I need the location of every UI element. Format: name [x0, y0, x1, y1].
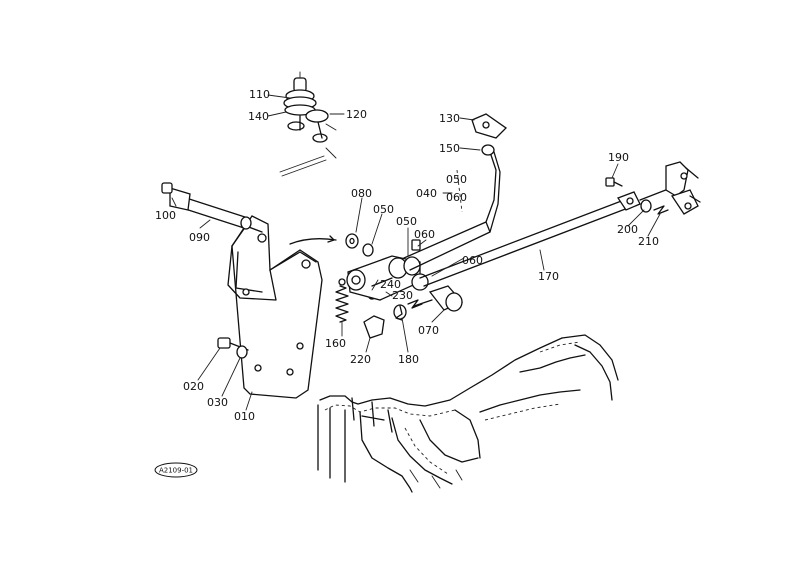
label-180: 180 [398, 353, 419, 366]
label-230: 230 [392, 289, 413, 302]
label-100: 100 [155, 209, 176, 222]
label-090: 090 [189, 231, 210, 244]
label-140: 140 [248, 110, 269, 123]
hub-small-parts [345, 233, 421, 339]
label-070: 070 [418, 324, 439, 337]
label-110: 110 [249, 88, 270, 101]
label-210: 210 [638, 235, 659, 248]
pin-070 [407, 285, 464, 312]
label-060-top: 060 [446, 191, 467, 204]
label-060-right: 060 [462, 254, 483, 267]
reference-code-badge: A2109-01 [154, 462, 198, 478]
label-120: 120 [346, 108, 367, 121]
label-010: 010 [234, 410, 255, 423]
label-160: 160 [325, 337, 346, 350]
label-050-mid: 050 [373, 203, 394, 216]
part-labels: 110 120 140 130 150 050 060 040 190 200 … [155, 88, 659, 423]
label-150: 150 [439, 142, 460, 155]
bolt-020 [217, 337, 249, 359]
label-170: 170 [538, 270, 559, 283]
label-200: 200 [617, 223, 638, 236]
lever-040 [403, 113, 508, 271]
label-050-top: 050 [446, 173, 467, 186]
hub-block [346, 255, 429, 301]
label-220: 220 [350, 353, 371, 366]
shaft-090 [161, 182, 252, 230]
label-050-right: 050 [396, 215, 417, 228]
clevis-assembly [605, 161, 701, 215]
label-190: 190 [608, 151, 629, 164]
label-130: 130 [439, 112, 460, 125]
label-080: 080 [351, 187, 372, 200]
label-030: 030 [207, 396, 228, 409]
label-240: 240 [380, 278, 401, 291]
label-060-mid: 060 [414, 228, 435, 241]
tractor-frame-outline [317, 334, 619, 493]
spring-160 [335, 278, 349, 323]
reference-code: A2109-01 [159, 467, 193, 475]
pedal-bracket [227, 215, 337, 399]
leader-lines [171, 94, 661, 411]
label-020: 020 [183, 380, 204, 393]
governor-assembly [279, 71, 337, 177]
label-040: 040 [416, 187, 437, 200]
